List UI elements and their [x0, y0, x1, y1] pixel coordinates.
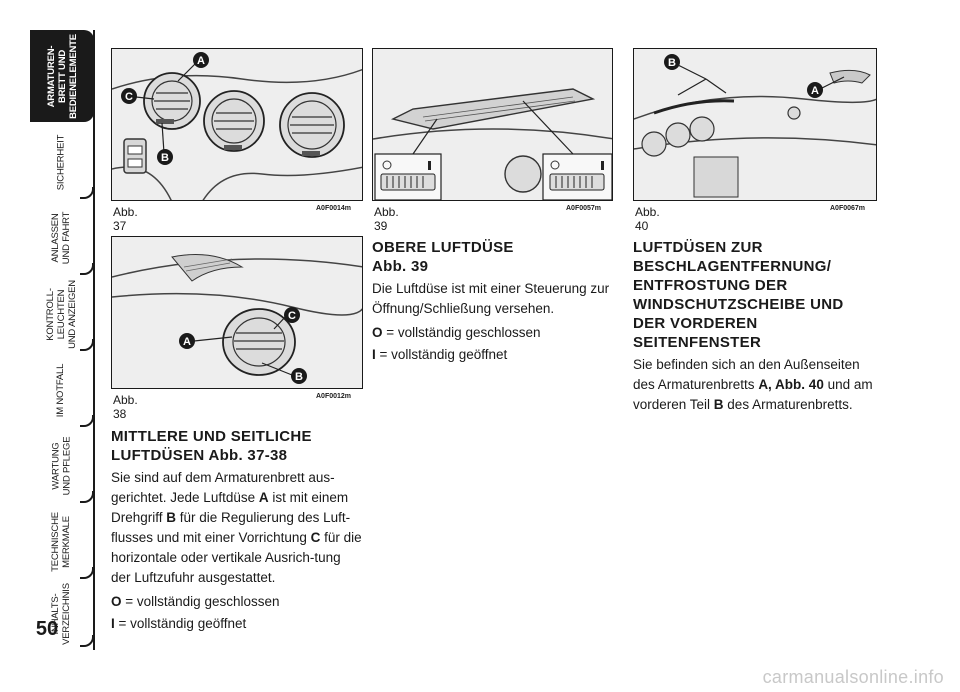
- symbol-i: I: [111, 616, 115, 631]
- figure-illustration: [372, 48, 613, 201]
- tab-label: SICHERHEIT: [55, 134, 67, 190]
- tab-label: IM NOTFALL: [55, 363, 67, 417]
- legend-text: = vollständig geöffnet: [114, 616, 247, 631]
- side-vent-illustration: A C B: [112, 237, 362, 388]
- callout-b: B: [295, 371, 303, 383]
- section-heading: OBERE LUFTDÜSE Abb. 39: [372, 238, 613, 276]
- ref-b: B: [166, 510, 177, 525]
- tab-separator: [80, 187, 94, 199]
- figure-code: A0F0012m: [316, 393, 352, 400]
- figure-code: A0F0057m: [566, 205, 602, 212]
- legend-text: = vollständig geschlossen: [121, 594, 280, 609]
- heading-line: Abb. 39: [372, 258, 429, 275]
- body-text: Sie befinden sich an den Außenseiten des…: [633, 357, 860, 392]
- heading-line: LUFTDÜSEN ZUR: [633, 239, 763, 256]
- symbol-i: I: [372, 347, 376, 362]
- tab-separator: [80, 339, 94, 351]
- heading-line: SEITENFENSTER: [633, 334, 762, 351]
- section-mittlere-seitliche: MITTLERE UND SEITLICHE LUFTDÜSEN Abb. 37…: [111, 427, 363, 634]
- tab-separator: [80, 635, 94, 647]
- heading-line: WINDSCHUTZSCHEIBE UND: [633, 296, 844, 313]
- ref-c: C: [310, 530, 321, 545]
- callout-c: C: [288, 310, 296, 322]
- tab-inhaltsverzeichnis[interactable]: INHALTS- VERZEICHNIS: [30, 582, 94, 647]
- callout-c: C: [125, 91, 133, 103]
- tab-armaturenbrett[interactable]: ARMATUREN- BRETT UND BEDIENELEMENTE: [30, 30, 94, 122]
- section-entfrostung: LUFTDÜSEN ZUR BESCHLAGENTFERNUNG/ ENTFRO…: [633, 238, 877, 415]
- ref-a-abb-40: A, Abb. 40: [758, 377, 824, 392]
- section-heading: LUFTDÜSEN ZUR BESCHLAGENTFERNUNG/ ENTFRO…: [633, 238, 877, 352]
- tab-label: ARMATUREN- BRETT UND BEDIENELEMENTE: [45, 33, 79, 119]
- body-text: des Armaturenbretts.: [723, 397, 853, 412]
- body-text: ist mit einem Drehgriff: [111, 490, 349, 525]
- callout-b: B: [668, 57, 676, 69]
- figure-caption: Abb. 37: [113, 205, 138, 233]
- legend-closed: O = vollständig geschlossen: [372, 323, 613, 343]
- section-obere-luftduese: OBERE LUFTDÜSE Abb. 39 Die Luftdüse ist …: [372, 238, 613, 365]
- body-text: Sie sind auf dem Armaturenbrett aus-geri…: [111, 470, 335, 505]
- defrost-vents-illustration: B A: [634, 49, 876, 200]
- body-paragraph: Die Luftdüse ist mit einer Steuerung zur…: [372, 281, 610, 316]
- heading-line: MITTLERE UND SEITLICHE: [111, 428, 312, 445]
- legend-text: = vollständig geschlossen: [382, 325, 541, 340]
- figure-code: A0F0014m: [316, 205, 352, 212]
- ref-a: A: [258, 490, 269, 505]
- body-text: für die horizontale oder vertikale Ausri…: [111, 530, 362, 585]
- heading-line: BESCHLAGENTFERNUNG/: [633, 258, 832, 275]
- body-paragraph: Sie sind auf dem Armaturenbrett aus-geri…: [111, 468, 363, 588]
- tab-separator: [80, 415, 94, 427]
- figure-illustration: A C B: [111, 48, 363, 201]
- tab-kontrollleuchten[interactable]: KONTROLL- LEUCHTEN UND ANZEIGEN: [30, 278, 94, 351]
- watermark: carmanualsonline.info: [762, 667, 944, 687]
- tab-im-notfall[interactable]: IM NOTFALL: [30, 354, 94, 427]
- callout-a: A: [183, 336, 191, 348]
- heading-line: OBERE LUFTDÜSE: [372, 239, 514, 256]
- callout-a: A: [811, 85, 819, 97]
- callout-a: A: [197, 55, 205, 67]
- tab-divider-line: [93, 30, 95, 650]
- tab-label: WARTUNG UND PFLEGE: [50, 436, 72, 496]
- center-side-vents-illustration: A C B: [112, 49, 362, 200]
- legend-open: I = vollständig geöffnet: [372, 345, 613, 365]
- page-number: 50: [35, 618, 59, 640]
- legend-text: = vollständig geöffnet: [375, 347, 508, 362]
- tab-technische-merkmale[interactable]: TECHNISCHE MERKMALE: [30, 506, 94, 579]
- heading-line: LUFTDÜSEN Abb. 37-38: [111, 447, 288, 464]
- figure-caption: Abb. 38: [113, 393, 138, 421]
- tab-label: ANLASSEN UND FAHRT: [49, 211, 72, 265]
- legend-open: I = vollständig geöffnet: [111, 614, 363, 634]
- heading-line: DER VORDEREN: [633, 315, 758, 332]
- figure-caption: Abb. 40: [635, 205, 660, 233]
- callout-b: B: [161, 152, 169, 164]
- symbol-o: O: [111, 594, 122, 609]
- symbol-o: O: [372, 325, 383, 340]
- tab-anlassen[interactable]: ANLASSEN UND FAHRT: [30, 202, 94, 275]
- heading-line: ENTFROSTUNG DER: [633, 277, 788, 294]
- tab-wartung[interactable]: WARTUNG UND PFLEGE: [30, 430, 94, 503]
- tab-label: TECHNISCHE MERKMALE: [49, 512, 72, 572]
- figure-illustration: B A: [633, 48, 877, 201]
- tab-label: KONTROLL- LEUCHTEN UND ANZEIGEN: [44, 279, 78, 349]
- tab-sicherheit[interactable]: SICHERHEIT: [30, 126, 94, 199]
- body-text: und am vorderen Teil: [633, 377, 873, 412]
- body-paragraph: Sie befinden sich an den Außenseiten des…: [633, 355, 877, 415]
- upper-vent-illustration: [373, 49, 612, 200]
- legend-closed: O = vollständig geschlossen: [111, 592, 363, 612]
- body-text: für die Regulierung des Luft-flusses und…: [111, 510, 351, 545]
- ref-b: B: [713, 397, 724, 412]
- section-heading: MITTLERE UND SEITLICHE LUFTDÜSEN Abb. 37…: [111, 427, 363, 465]
- chapter-tab-column: ARMATUREN- BRETT UND BEDIENELEMENTE SICH…: [30, 30, 95, 675]
- figure-caption: Abb. 39: [374, 205, 399, 233]
- figure-illustration: A C B: [111, 236, 363, 389]
- figure-code: A0F0067m: [830, 205, 866, 212]
- tab-separator: [80, 567, 94, 579]
- tab-separator: [80, 491, 94, 503]
- tab-separator: [80, 263, 94, 275]
